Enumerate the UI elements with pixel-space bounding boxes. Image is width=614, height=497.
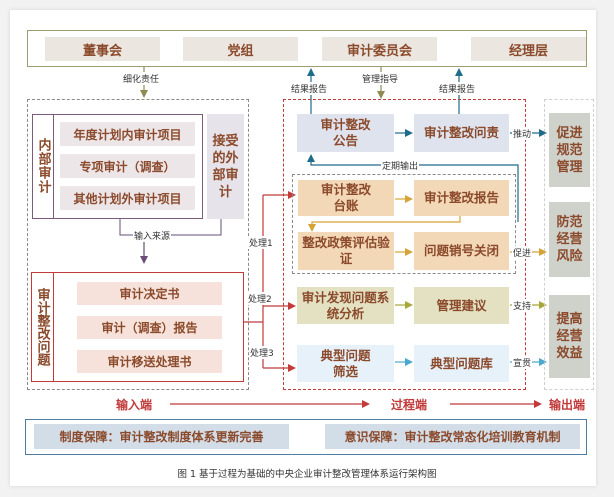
output-standardize: 促进规范管理 [549,113,590,187]
screen-box: 典型问题筛选 [297,345,394,382]
label-support: 支持 [512,299,533,312]
figure-caption: 图 1 基于过程为基础的中央企业审计整改管理体系运行架构图 [177,469,437,480]
stage-input: 输入端 [116,396,153,413]
label-result-report-left: 结果报告 [290,82,329,95]
analysis-box: 审计发现问题系统分析 [297,287,394,324]
ledger-box: 审计整改台账 [298,180,394,216]
label-process-2: 处理2 [247,292,273,305]
screen-label: 典型问题筛选 [320,347,371,379]
announce-box: 审计整改公告 [297,114,394,152]
issue-decision: 审计决定书 [77,282,222,305]
label-periodic-output: 定期输出 [381,159,420,172]
label-implement: 宣贯 [512,356,533,369]
label-refine: 细化责任 [122,72,161,85]
issue-transfer: 审计移送处理书 [77,350,222,373]
issue-report: 审计（调查）报告 [77,316,222,339]
label-process-3: 处理3 [249,346,275,359]
output-risk-label: 防范经营风险 [556,215,583,264]
label-result-report-right: 结果报告 [438,82,477,95]
audit-issues-label: 审计整改问题 [34,288,50,366]
external-audit-label: 接受的外部审计 [212,133,239,200]
org-audit-committee: 审计委员会 [322,37,437,61]
internal-item-other: 其他计划外审计项目 [60,186,195,210]
ledger-label: 审计整改台账 [320,182,371,213]
audit-issues-divider [53,272,54,382]
internal-item-special: 专项审计（调查） [60,154,195,178]
external-audit-box: 接受的外部审计 [207,114,244,219]
internal-item-annual: 年度计划内审计项目 [60,122,195,146]
label-process-1: 处理1 [248,236,274,249]
analysis-label: 审计发现问题系统分析 [301,289,390,321]
org-board: 董事会 [45,37,160,61]
label-drive: 推动 [512,127,533,140]
guarantee-system: 制度保障：审计整改制度体系更新完善 [34,424,289,449]
org-party-group: 党组 [183,37,298,61]
org-management: 经理层 [471,37,586,61]
policy-eval-box: 整改政策评估验证 [298,232,394,270]
label-promote: 促进 [512,246,533,259]
output-region [544,99,594,390]
advice-box: 管理建议 [414,287,509,324]
library-box: 典型问题库 [414,345,509,382]
output-efficiency-label: 提高经营效益 [556,312,583,361]
report-box: 审计整改报告 [414,180,509,216]
output-risk: 防范经营风险 [549,202,590,277]
ledger-group [292,174,516,274]
close-box: 问题销号关闭 [414,232,509,270]
output-efficiency: 提高经营效益 [549,295,590,378]
internal-audit-divider [53,114,54,219]
guarantee-awareness: 意识保障：审计整改常态化培训教育机制 [325,424,580,449]
accountability-box: 审计整改问责 [414,114,509,152]
stage-output: 输出端 [549,396,586,413]
announce-label: 审计整改公告 [320,117,371,148]
stage-process: 过程端 [391,396,428,413]
output-standardize-label: 促进规范管理 [556,125,583,175]
label-input-source: 输入来源 [133,229,172,242]
internal-audit-label: 内部审计 [35,138,51,194]
process-region [283,99,526,390]
policy-eval-label: 整改政策评估验证 [302,235,390,266]
label-guidance: 管理指导 [361,72,400,85]
